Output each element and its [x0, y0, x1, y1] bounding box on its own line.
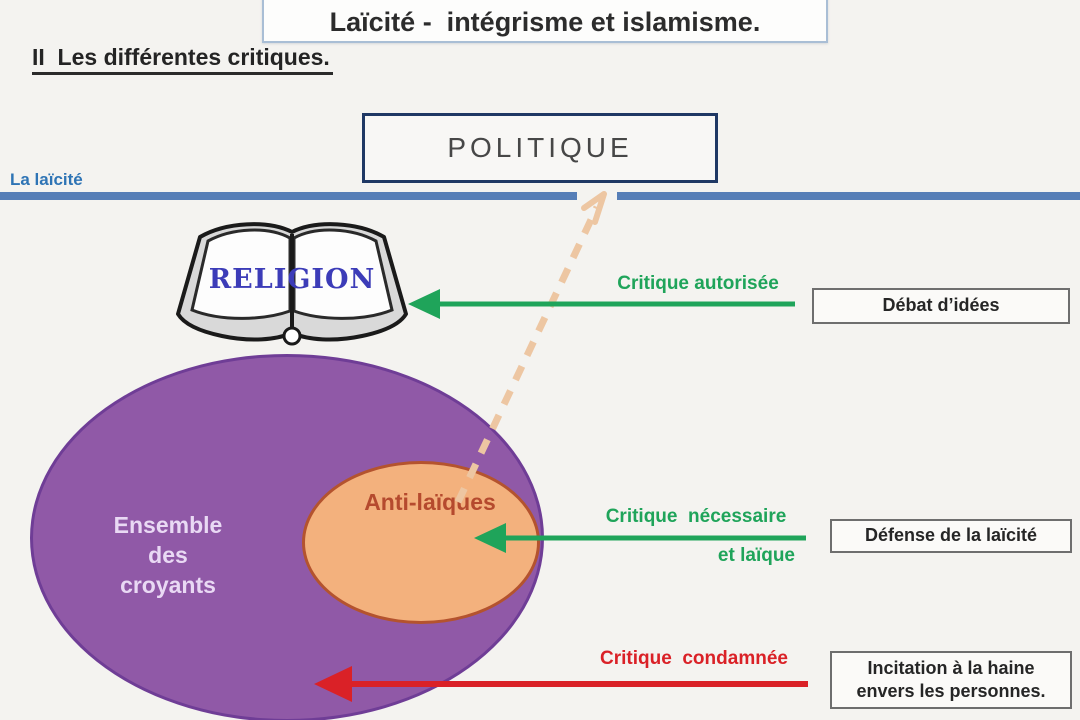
politique-box: POLITIQUE	[362, 113, 718, 183]
religion-label: RELIGION	[208, 264, 376, 295]
defense-laicite-box: Défense de la laïcité	[830, 519, 1072, 553]
critique-necessaire-label-line2: et laïque	[717, 545, 795, 566]
believers-label: Ensemble des croyants	[113, 512, 223, 598]
laicite-bar-right-segment	[617, 192, 1080, 200]
laicite-bar-label: La laïcité	[10, 170, 83, 189]
anti-laiques-ellipse	[302, 461, 540, 624]
laicite-bar-left-segment	[0, 192, 577, 200]
slide-title: Laïcité - intégrisme et islamisme.	[262, 0, 828, 43]
critique-condamnee-label: Critique condamnée	[600, 648, 788, 669]
anti-laiques-label: Anti-laïques	[364, 489, 496, 515]
critique-autorisee-label: Critique autorisée	[617, 273, 779, 294]
section-heading: II Les différentes critiques.	[32, 44, 333, 75]
open-book-icon	[176, 222, 408, 346]
critique-necessaire-label: Critique nécessaire	[605, 506, 787, 527]
debat-idees-box: Débat d’idées	[812, 288, 1070, 324]
incitation-haine-box: Incitation à la haine envers les personn…	[830, 651, 1072, 709]
